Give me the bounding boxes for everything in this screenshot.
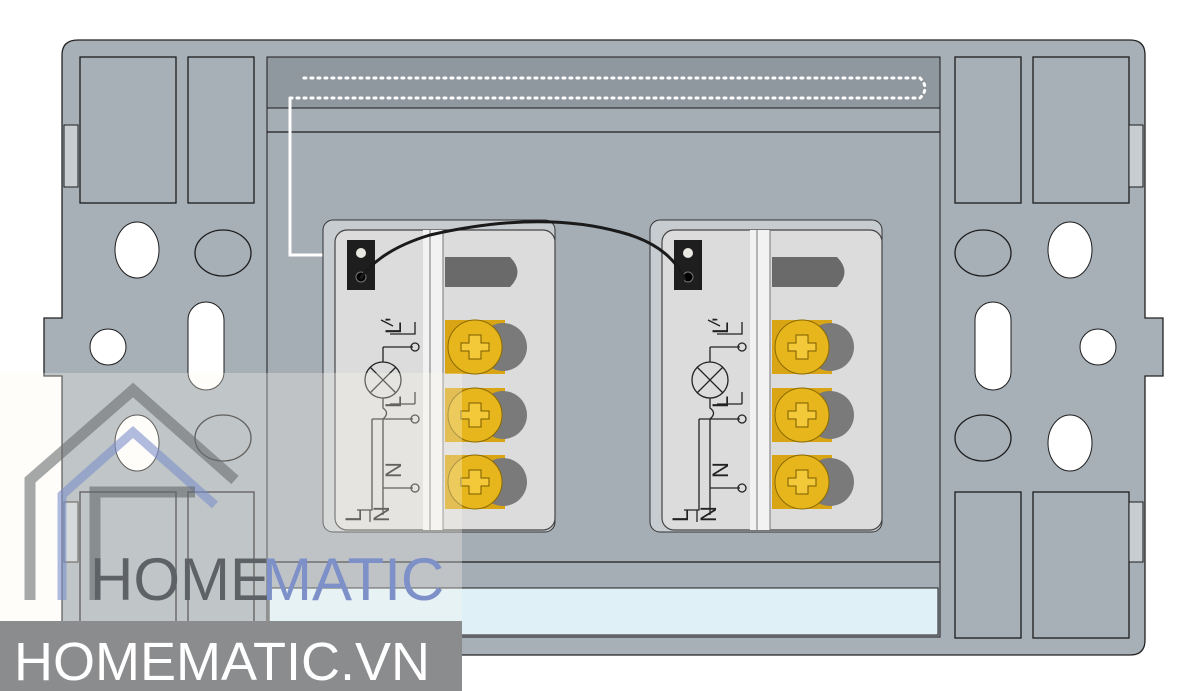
screw-terminal: [445, 319, 527, 375]
terminal-label-bottom-l: L: [668, 510, 693, 522]
terminal-label-bottom-n: N: [369, 506, 394, 522]
wiring-schematic-icon: [357, 319, 420, 522]
screw-terminal: [772, 454, 854, 510]
terminal-label-l: L: [708, 396, 733, 408]
terminal-label-l: L: [381, 396, 406, 408]
logo-text-dark: HOME: [90, 546, 270, 613]
black-wire: [358, 220, 687, 281]
terminal-label-l-prime: L': [381, 318, 406, 334]
terminal-label-bottom-n: N: [696, 506, 721, 522]
footer-text: HOMEMATIC.VN: [14, 632, 430, 691]
white-wire: [288, 76, 927, 100]
screw-terminal: [445, 387, 527, 443]
connector-port: [356, 248, 366, 258]
logo-text-blue: MATIC: [262, 546, 444, 613]
connector-port: [683, 248, 693, 258]
terminal-label-n: N: [708, 462, 733, 478]
terminal-label-l-prime: L': [708, 318, 733, 334]
slot: [772, 257, 845, 287]
terminal-label-bottom-l: L: [341, 510, 366, 522]
screw-terminal: [445, 454, 527, 510]
slot: [445, 257, 518, 287]
screw-terminal: [772, 387, 854, 443]
terminal-label-n: N: [381, 462, 406, 478]
homematic-watermark: HOME MATIC HOMEMATIC.VN: [0, 373, 462, 691]
screw-terminal: [772, 319, 854, 375]
wiring-schematic-icon: [684, 319, 747, 522]
